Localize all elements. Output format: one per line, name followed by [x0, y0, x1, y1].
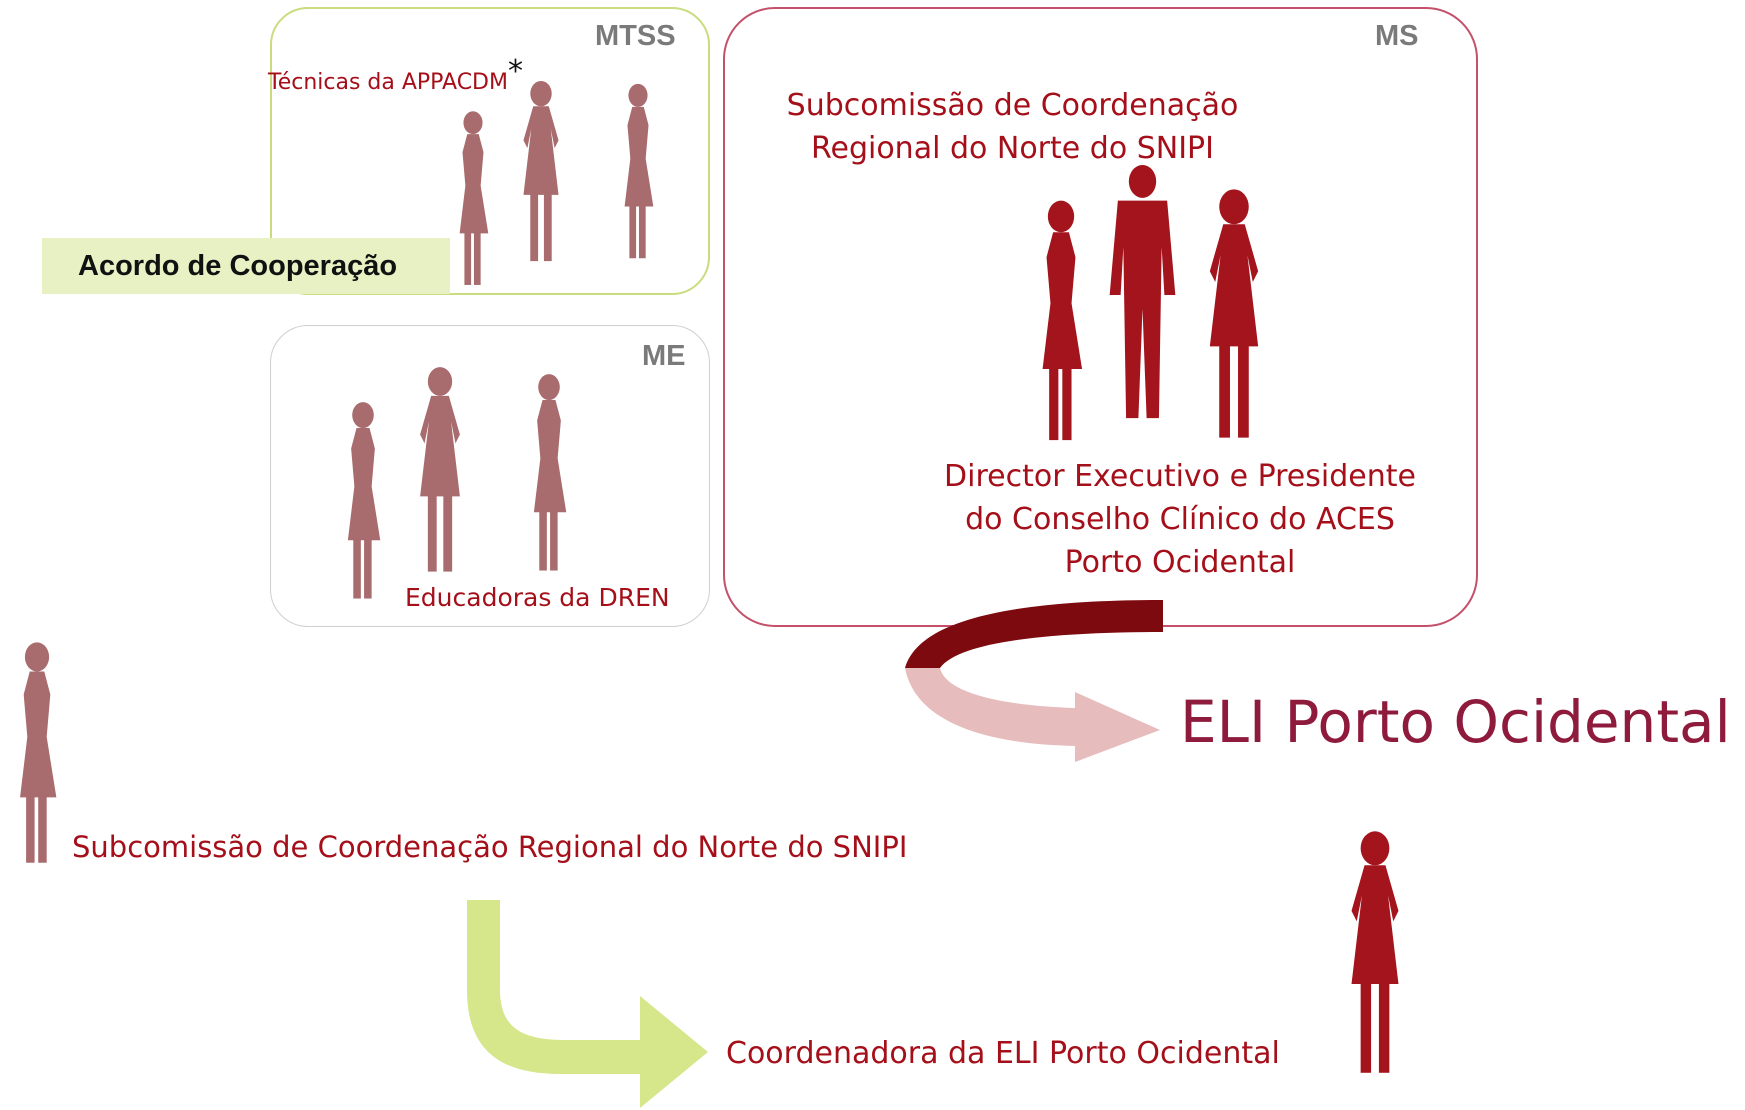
me-members-label: Educadoras da DREN	[405, 583, 670, 612]
person-silhouette	[523, 80, 559, 262]
person-silhouette	[420, 367, 460, 572]
person-silhouette	[20, 642, 57, 863]
subcommission-full-label: Subcomissão de Coordenação Regional do N…	[72, 830, 908, 864]
ms-subcommission-label: Subcomissão de Coordenação Regional do N…	[786, 88, 1239, 166]
mtss-group-box	[270, 7, 710, 295]
green-down-right-arrow	[467, 900, 708, 1108]
person-silhouette	[1351, 831, 1399, 1073]
ms-label: MS	[1375, 20, 1419, 52]
me-label: ME	[642, 340, 686, 372]
person-silhouette	[1209, 189, 1259, 438]
curved-arrow-dark-band	[905, 600, 1163, 668]
curved-arrow-light-body	[905, 668, 1160, 762]
person-silhouette	[459, 111, 489, 285]
eli-porto-ocidental-title: ELI Porto Ocidental	[1180, 688, 1731, 756]
agreement-label: Acordo de Cooperação	[78, 250, 398, 282]
person-silhouette	[1109, 165, 1176, 419]
person-silhouette	[1042, 200, 1083, 441]
person-silhouette	[533, 374, 567, 571]
ms-director-label: Director Executivo e Presidente do Conse…	[944, 459, 1416, 580]
person-silhouette	[347, 402, 381, 599]
agreement-band	[42, 238, 450, 294]
coordinator-label: Coordenadora da ELI Porto Ocidental	[726, 1036, 1280, 1071]
me-group-box	[270, 325, 710, 627]
mtss-members-label: Técnicas da APPACDM*	[268, 54, 523, 95]
person-silhouette	[624, 83, 654, 259]
mtss-label: MTSS	[595, 20, 676, 52]
